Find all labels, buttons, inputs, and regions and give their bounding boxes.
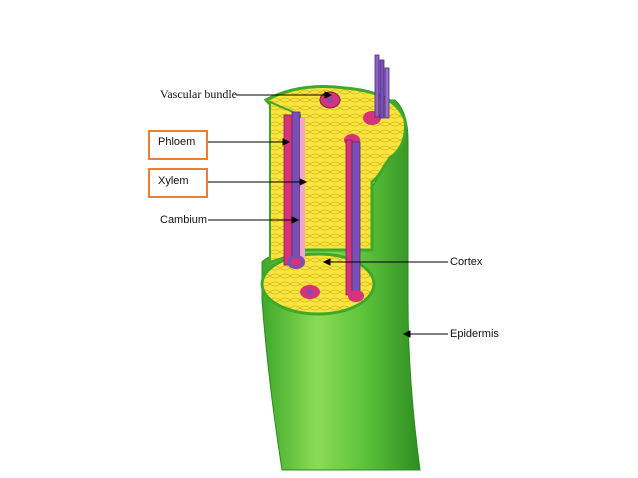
xylem-tubes-top — [374, 54, 390, 119]
xylem-highlight-box — [148, 168, 208, 198]
label-phloem: Phloem — [158, 136, 196, 148]
label-epidermis: Epidermis — [450, 328, 499, 340]
label-vascular-bundle: Vascular bundle — [160, 87, 237, 101]
leader-lines — [206, 91, 448, 338]
vascular-bundle-lower-right — [348, 290, 364, 302]
phloem-highlight-box — [148, 130, 208, 160]
label-xylem: Xylem — [158, 175, 189, 187]
label-cortex: Cortex — [450, 256, 483, 268]
vascular-strand-left — [283, 111, 305, 267]
label-cambium: Cambium — [160, 214, 208, 226]
vascular-strand-right — [345, 139, 361, 296]
